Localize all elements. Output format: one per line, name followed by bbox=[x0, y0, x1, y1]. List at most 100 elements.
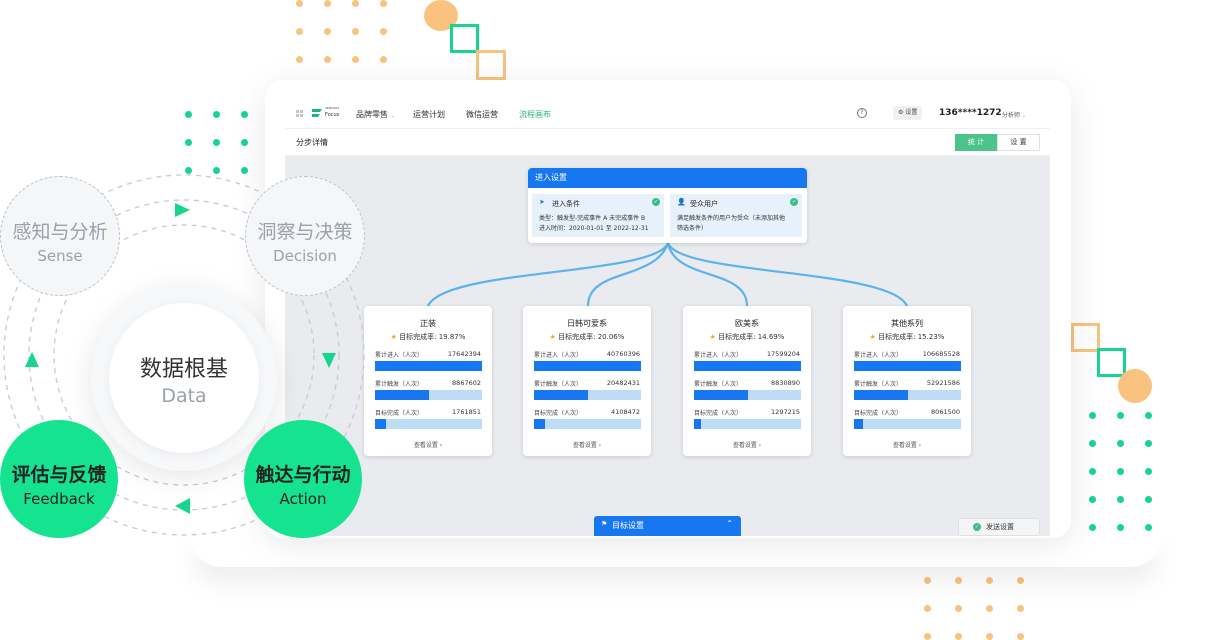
page-title: 分步详情 bbox=[296, 138, 328, 147]
nav-item-brand-retail[interactable]: 品牌零售 ⌄ bbox=[356, 110, 395, 119]
decor-dot bbox=[955, 605, 962, 612]
metric-label: 累计进入（人次） bbox=[694, 352, 743, 359]
help-icon[interactable]: ? bbox=[857, 108, 867, 118]
decor-dot bbox=[185, 139, 192, 146]
metric-label: 累计进入（人次） bbox=[534, 352, 583, 359]
branch-title: 正装 bbox=[420, 319, 436, 328]
view-settings-link[interactable]: 查看设置 › bbox=[413, 442, 443, 449]
star-icon: ★ bbox=[390, 333, 397, 341]
metric-bar bbox=[375, 390, 482, 400]
decor-dot bbox=[986, 577, 993, 584]
metric-bar bbox=[375, 419, 482, 429]
decor-orange-square-right bbox=[1071, 323, 1100, 352]
nav-item-wechat[interactable]: 微信运营 bbox=[466, 110, 498, 119]
decor-dot bbox=[380, 0, 387, 7]
decor-dot bbox=[1089, 440, 1096, 447]
chevron-down-icon: ⌄ bbox=[390, 113, 395, 119]
metric-bar-fill bbox=[534, 361, 641, 371]
decor-dot bbox=[213, 167, 220, 174]
decor-dot bbox=[213, 111, 220, 118]
logo-small-text: SENSORS bbox=[325, 106, 340, 110]
metric-bar-fill bbox=[694, 419, 701, 429]
decor-dot bbox=[1017, 633, 1024, 640]
metric-value: 40760396 bbox=[606, 350, 640, 358]
completion-rate: ★ 目标完成率: 14.69% bbox=[709, 333, 785, 341]
decor-dot bbox=[1089, 412, 1096, 419]
view-settings-link[interactable]: 查看设置 › bbox=[892, 442, 922, 449]
nav-item-flow-canvas[interactable]: 流程画布 bbox=[519, 110, 551, 119]
entry-condition-box: ➤ 进入条件 ✓ 类型：触发型-完成事件 A 未完成事件 B 进入时间：2020… bbox=[532, 194, 664, 237]
settings-button[interactable]: ⚙ 设置 bbox=[893, 106, 923, 120]
decor-green-square-right bbox=[1097, 348, 1126, 377]
decor-dot bbox=[241, 167, 248, 174]
top-nav: SENSORS Focus 品牌零售 ⌄ 运营计划 微信运营 流程画布 ? ⚙ … bbox=[285, 98, 1050, 129]
metric-bar-fill bbox=[534, 419, 545, 429]
metric-bar-fill bbox=[375, 390, 429, 400]
decor-dot bbox=[924, 605, 931, 612]
decor-dot bbox=[380, 56, 387, 63]
metric-bar bbox=[694, 419, 801, 429]
action-node: 触达与行动 Action bbox=[244, 420, 362, 538]
metric-label: 累计进入（人次） bbox=[854, 352, 903, 359]
check-icon: ✓ bbox=[652, 198, 660, 206]
user-phone[interactable]: 136****1272 bbox=[939, 108, 1002, 118]
entry-condition-line1: 类型：触发型-完成事件 A 未完成事件 B bbox=[539, 215, 646, 222]
nav-item-ops-plan[interactable]: 运营计划 bbox=[413, 110, 445, 119]
metric-bar-fill bbox=[534, 390, 588, 400]
decor-dot bbox=[1089, 524, 1096, 531]
metric-label: 目标完成（人次） bbox=[534, 410, 583, 417]
chevron-right-icon: › bbox=[439, 442, 443, 449]
decor-orange-circle-right bbox=[1118, 369, 1152, 403]
metric-value: 1297215 bbox=[771, 408, 800, 416]
decor-dot bbox=[380, 28, 387, 35]
paper-plane-icon: ➤ bbox=[539, 198, 545, 206]
sense-subtitle: Sense bbox=[37, 247, 83, 265]
apps-grid-icon[interactable] bbox=[296, 110, 303, 117]
decor-dot bbox=[296, 28, 303, 35]
metric-label: 目标完成（人次） bbox=[694, 410, 743, 417]
decor-dot bbox=[185, 111, 192, 118]
center-data-circle: 数据根基 Data bbox=[91, 285, 277, 471]
decision-node: 洞察与决策 Decision bbox=[245, 176, 365, 296]
app-logo[interactable]: SENSORS Focus bbox=[311, 106, 345, 122]
metric-value: 8830890 bbox=[771, 379, 800, 387]
decor-dot bbox=[1145, 468, 1152, 475]
arrow-right-icon bbox=[175, 203, 190, 217]
entry-settings-node[interactable]: 进入设置 ➤ 进入条件 ✓ 类型：触发型-完成事件 A 未完成事件 B 进入时间… bbox=[528, 168, 807, 243]
view-settings-link[interactable]: 查看设置 › bbox=[572, 442, 602, 449]
view-settings-link[interactable]: 查看设置 › bbox=[732, 442, 762, 449]
metric-bar bbox=[375, 361, 482, 371]
metric-label: 累计触发（人次） bbox=[534, 381, 583, 388]
goal-settings-bar[interactable]: ⚑ 目标设置 ⌃ bbox=[594, 516, 741, 536]
action-subtitle: Action bbox=[279, 490, 327, 508]
decor-dot bbox=[296, 0, 303, 7]
metric-value: 8867602 bbox=[452, 379, 481, 387]
completion-rate: ★ 目标完成率: 15.23% bbox=[869, 333, 945, 341]
chevron-right-icon: › bbox=[918, 442, 922, 449]
decor-orange-square bbox=[476, 50, 506, 80]
user-role[interactable]: 分析师 ⌄ bbox=[1002, 112, 1027, 119]
tab-stats[interactable]: 统 计 bbox=[955, 134, 997, 151]
decor-dot bbox=[986, 605, 993, 612]
branch-title: 日韩可爱系 bbox=[567, 319, 607, 328]
decor-dot bbox=[296, 56, 303, 63]
tab-settings[interactable]: 设 置 bbox=[997, 134, 1040, 151]
decor-dot bbox=[1117, 524, 1124, 531]
decor-dot bbox=[1117, 468, 1124, 475]
metric-label: 目标完成（人次） bbox=[854, 410, 903, 417]
entry-condition-line2: 进入时间：2020-01-01 至 2022-12-31 bbox=[539, 225, 649, 232]
metric-label: 目标完成（人次） bbox=[375, 410, 424, 417]
arrow-down-icon bbox=[322, 353, 336, 368]
sense-node: 感知与分析 Sense bbox=[0, 176, 120, 296]
metric-bar bbox=[694, 390, 801, 400]
flag-icon: ⚑ bbox=[601, 520, 608, 528]
decor-dot bbox=[241, 139, 248, 146]
send-settings-button[interactable]: ✓ 发送设置 bbox=[958, 518, 1040, 536]
decor-dot bbox=[352, 0, 359, 7]
decor-dot bbox=[955, 633, 962, 640]
audience-title: 受众用户 bbox=[690, 200, 718, 208]
